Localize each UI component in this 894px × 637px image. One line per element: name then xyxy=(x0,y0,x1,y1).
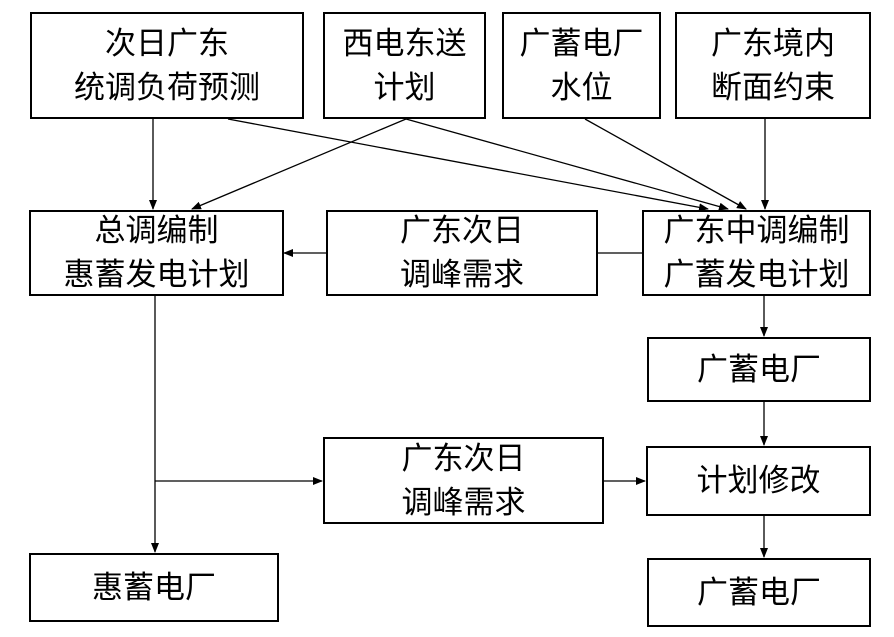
box-line: 广蓄电厂 xyxy=(697,351,821,388)
box-huixu-plant: 惠蓄电厂 xyxy=(29,553,279,622)
arrow-west-east-to-guangxu-plan xyxy=(405,118,729,211)
box-line: 广东次日 xyxy=(400,213,524,249)
box-line: 西电东送 xyxy=(342,25,467,62)
box-line: 广蓄电厂 xyxy=(697,574,821,611)
box-line: 计划修改 xyxy=(696,463,821,499)
arrow-west-east-to-huixu-plan xyxy=(191,118,407,210)
box-line: 断面约束 xyxy=(711,69,835,106)
box-plan-revision: 计划修改 xyxy=(646,446,871,516)
box-line: 调峰需求 xyxy=(401,484,526,521)
box-line: 惠蓄电厂 xyxy=(92,569,216,606)
box-line: 计划 xyxy=(373,69,436,106)
box-line: 惠蓄发电计划 xyxy=(63,257,250,293)
box-line: 广蓄电厂 xyxy=(519,25,644,62)
box-guangxu-water-level: 广蓄电厂 水位 xyxy=(502,12,661,119)
box-line: 广东次日 xyxy=(401,440,526,477)
box-line: 广东境内 xyxy=(711,25,835,62)
box-west-east-power: 西电东送 计划 xyxy=(323,12,486,119)
box-line: 总调编制 xyxy=(94,213,219,249)
box-line: 统调负荷预测 xyxy=(74,69,260,106)
box-guangxu-plant-bottom: 广蓄电厂 xyxy=(647,558,871,627)
box-peak-demand-bottom: 广东次日 调峰需求 xyxy=(323,437,604,524)
box-line: 调峰需求 xyxy=(400,257,524,293)
box-guangxu-plant-mid: 广蓄电厂 xyxy=(647,337,871,402)
arrow-forecast-to-guangxu-plan xyxy=(227,118,709,212)
box-guangdong-section-constraint: 广东境内 断面约束 xyxy=(675,12,871,119)
box-line: 广蓄发电计划 xyxy=(663,257,850,293)
box-guangdong-load-forecast: 次日广东 统调负荷预测 xyxy=(30,12,304,119)
box-line: 次日广东 xyxy=(105,25,229,62)
box-line: 广东中调编制 xyxy=(663,213,850,249)
box-huixu-generation-plan: 总调编制 惠蓄发电计划 xyxy=(29,210,284,296)
box-peak-demand-top: 广东次日 调峰需求 xyxy=(326,210,598,296)
arrow-water-level-to-guangxu-plan xyxy=(584,118,747,210)
box-guangxu-generation-plan: 广东中调编制 广蓄发电计划 xyxy=(642,210,871,296)
box-line: 水位 xyxy=(550,69,613,106)
